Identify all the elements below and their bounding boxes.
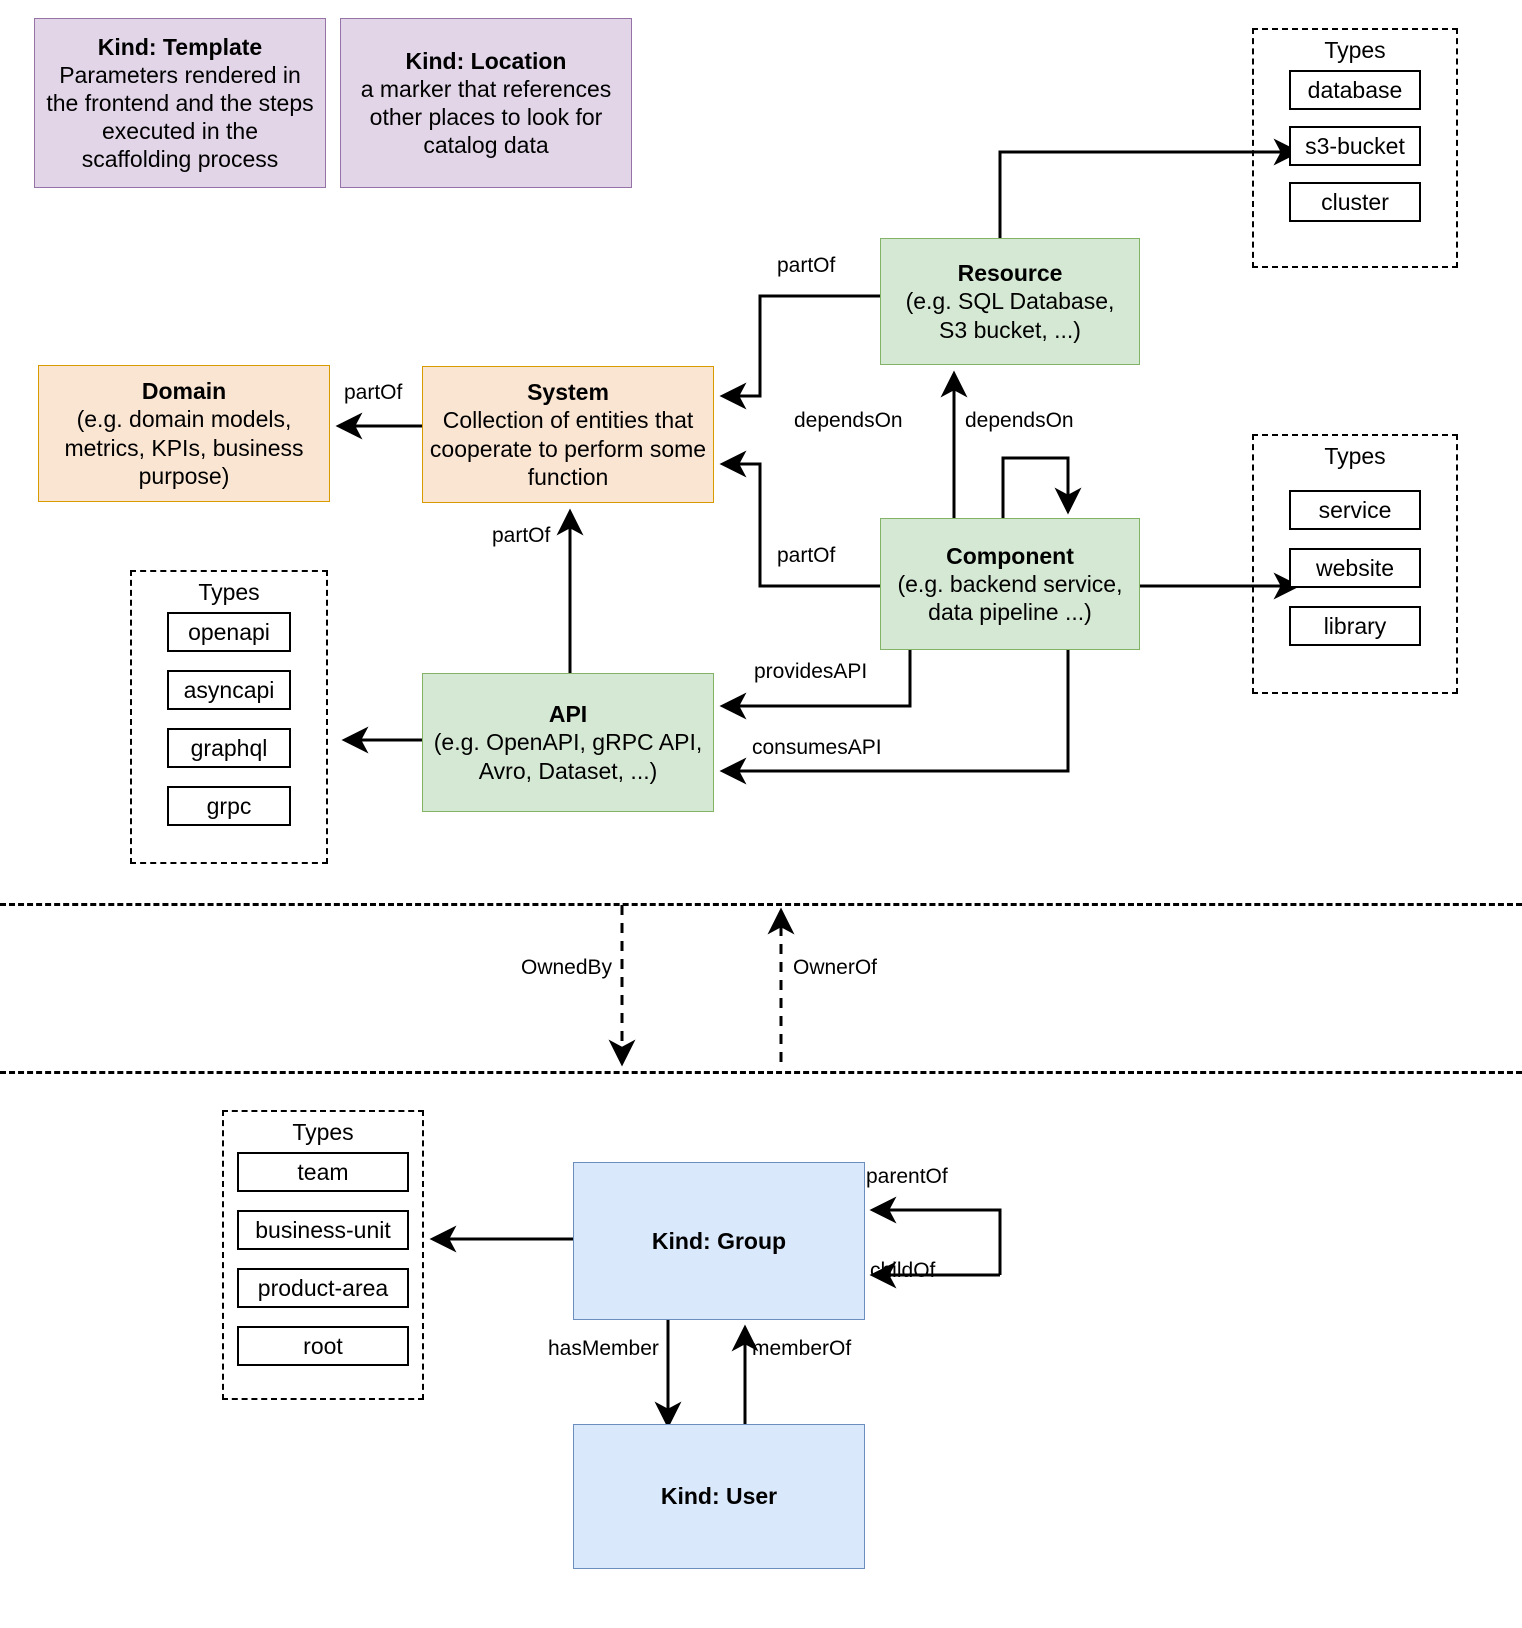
node-title: Kind: Template bbox=[97, 33, 263, 60]
type-chip-database[interactable]: database bbox=[1289, 70, 1421, 110]
edge-label-ownerof: OwnerOf bbox=[793, 956, 878, 979]
type-chip-grpc[interactable]: grpc bbox=[167, 786, 291, 826]
node-domain[interactable]: Domain (e.g. domain models, metrics, KPI… bbox=[38, 365, 330, 502]
node-kind-template[interactable]: Kind: Template Parameters rendered in th… bbox=[34, 18, 326, 188]
node-kind-group[interactable]: Kind: Group bbox=[573, 1162, 865, 1320]
types-heading: Types bbox=[292, 1119, 354, 1145]
types-component: Types service website library bbox=[1252, 434, 1458, 694]
node-resource[interactable]: Resource (e.g. SQL Database, S3 bucket, … bbox=[880, 238, 1140, 365]
type-chip-website[interactable]: website bbox=[1289, 548, 1421, 588]
edge-label-api-partof-system: partOf bbox=[492, 524, 551, 547]
type-chip-service[interactable]: service bbox=[1289, 490, 1421, 530]
edge-component-dependson-component bbox=[1001, 456, 1082, 518]
node-title: API bbox=[548, 701, 588, 728]
edge-label-component-dependson-resource: dependsOn bbox=[794, 409, 903, 432]
type-chip-team[interactable]: team bbox=[237, 1152, 409, 1192]
edge-label-component-consumesapi: consumesAPI bbox=[752, 736, 882, 759]
type-chip-library[interactable]: library bbox=[1289, 606, 1421, 646]
node-kind-user[interactable]: Kind: User bbox=[573, 1424, 865, 1569]
edge-label-component-providesapi: providesAPI bbox=[754, 660, 868, 683]
edge-label-user-memberof: memberOf bbox=[752, 1337, 852, 1360]
node-title: Kind: Location bbox=[405, 47, 567, 74]
node-description: (e.g. backend service, data pipeline ...… bbox=[897, 570, 1123, 626]
type-chip-asyncapi[interactable]: asyncapi bbox=[167, 670, 291, 710]
type-chip-s3-bucket[interactable]: s3-bucket bbox=[1289, 126, 1421, 166]
edge-label-system-partof-domain: partOf bbox=[344, 381, 403, 404]
types-heading: Types bbox=[1324, 443, 1386, 469]
node-title: Domain bbox=[141, 378, 227, 405]
node-kind-location[interactable]: Kind: Location a marker that references … bbox=[340, 18, 632, 188]
edge-label-resource-partof-system: partOf bbox=[777, 254, 836, 277]
edge-label-component-partof-system: partOf bbox=[777, 544, 836, 567]
types-heading: Types bbox=[1324, 37, 1386, 63]
lane-divider-top bbox=[0, 903, 1522, 906]
type-chip-graphql[interactable]: graphql bbox=[167, 728, 291, 768]
types-resource: Types database s3-bucket cluster bbox=[1252, 28, 1458, 268]
edge-label-group-childof: childOf bbox=[870, 1259, 936, 1282]
node-component[interactable]: Component (e.g. backend service, data pi… bbox=[880, 518, 1140, 650]
node-api[interactable]: API (e.g. OpenAPI, gRPC API, Avro, Datas… bbox=[422, 673, 714, 812]
node-title: Kind: User bbox=[660, 1483, 778, 1510]
node-description: Parameters rendered in the frontend and … bbox=[46, 61, 314, 173]
node-system[interactable]: System Collection of entities that coope… bbox=[422, 366, 714, 503]
edge-resource-partof-system bbox=[719, 294, 880, 410]
type-chip-business-unit[interactable]: business-unit bbox=[237, 1210, 409, 1250]
node-title: Kind: Group bbox=[651, 1227, 787, 1254]
node-description: (e.g. SQL Database, S3 bucket, ...) bbox=[905, 288, 1115, 343]
type-chip-openapi[interactable]: openapi bbox=[167, 612, 291, 652]
edge-label-group-hasmember: hasMember bbox=[548, 1337, 659, 1360]
type-chip-product-area[interactable]: product-area bbox=[237, 1268, 409, 1308]
node-description: Collection of entities that cooperate to… bbox=[429, 407, 707, 490]
types-api: Types openapi asyncapi graphql grpc bbox=[130, 570, 328, 864]
type-chip-root[interactable]: root bbox=[237, 1326, 409, 1366]
edge-label-ownedby: OwnedBy bbox=[521, 956, 613, 979]
edge-label-group-parentof: parentOf bbox=[866, 1165, 948, 1188]
node-description: a marker that references other places to… bbox=[360, 75, 612, 159]
node-description: (e.g. OpenAPI, gRPC API, Avro, Dataset, … bbox=[433, 729, 703, 784]
types-heading: Types bbox=[198, 579, 260, 605]
edge-label-component-dependson-component: dependsOn bbox=[965, 409, 1074, 432]
node-title: Component bbox=[946, 542, 1074, 569]
lane-divider-bottom bbox=[0, 1071, 1522, 1074]
type-chip-cluster[interactable]: cluster bbox=[1289, 182, 1421, 222]
node-description: (e.g. domain models, metrics, KPIs, busi… bbox=[64, 406, 304, 489]
node-title: System bbox=[527, 379, 609, 406]
types-group: Types team business-unit product-area ro… bbox=[222, 1110, 424, 1400]
node-title: Resource bbox=[957, 260, 1063, 287]
